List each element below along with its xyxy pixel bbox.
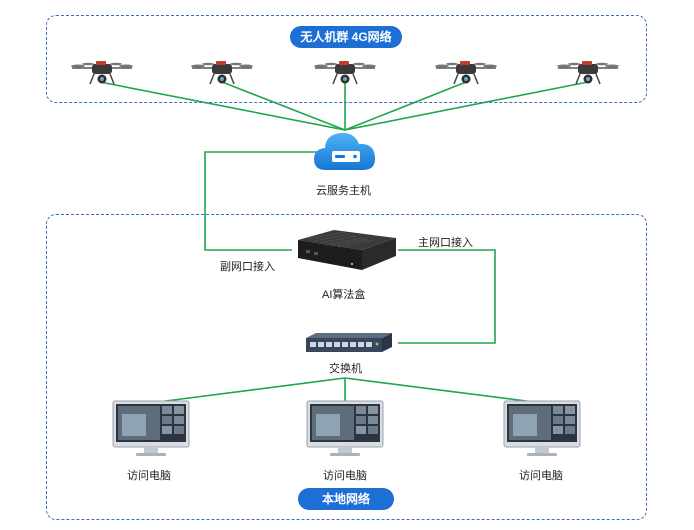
monitor-icon — [503, 400, 581, 456]
cloud-host-label: 云服务主机 — [316, 185, 371, 197]
primary-port-link — [398, 249, 496, 344]
drone-swarm-region — [46, 15, 647, 103]
ai-box-label: AI算法盒 — [322, 289, 366, 301]
ai-box-icon — [298, 230, 396, 270]
drone-link — [344, 81, 589, 131]
drone-icon — [435, 61, 497, 85]
primary-port-label: 主网口接入 — [418, 237, 473, 249]
drone-link — [99, 81, 346, 131]
local-network-title: 本地网络 — [298, 488, 394, 510]
network-switch-icon — [306, 333, 392, 352]
secondary-port-label: 副网口接入 — [220, 261, 275, 273]
drone-icon — [314, 61, 376, 85]
cloud-server-icon — [314, 132, 376, 170]
drone-link — [221, 81, 346, 131]
computer-link — [149, 377, 346, 404]
computer-label: 访问电脑 — [323, 470, 367, 482]
drone-icon — [557, 61, 619, 85]
monitor-icon — [112, 400, 190, 456]
switch-label: 交换机 — [329, 363, 362, 375]
drone-icon — [71, 61, 133, 85]
drone-link — [344, 81, 467, 131]
local-network-region — [46, 214, 647, 520]
drone-icon — [191, 61, 253, 85]
drone-swarm-title: 无人机群 4G网络 — [290, 26, 402, 48]
computer-label: 访问电脑 — [519, 470, 563, 482]
monitor-icon — [306, 400, 384, 456]
secondary-port-link — [204, 151, 322, 251]
computer-label: 访问电脑 — [127, 470, 171, 482]
computer-link — [344, 377, 543, 404]
